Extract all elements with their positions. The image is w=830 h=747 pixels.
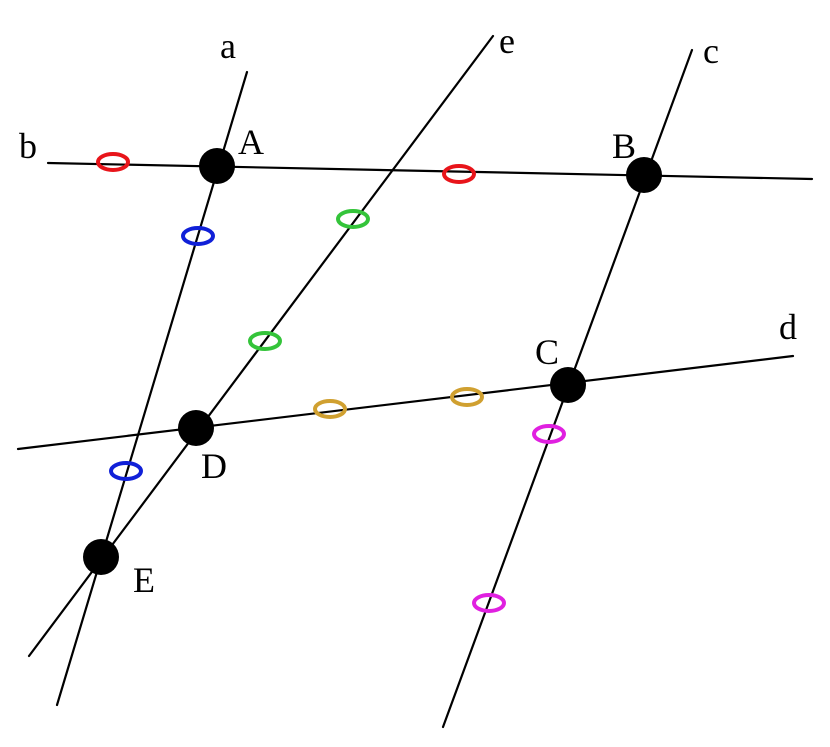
line-b (46, 161, 814, 181)
marker-red-2 (442, 164, 476, 184)
marker-gold-1 (313, 399, 347, 419)
label-line-b: b (19, 126, 37, 166)
line-d (16, 354, 795, 451)
label-point-D: D (201, 446, 227, 486)
point-B (626, 157, 662, 193)
label-line-c: c (703, 31, 719, 71)
label-line-a: a (220, 26, 236, 66)
marker-gold-2 (450, 387, 484, 407)
label-line-e: e (499, 21, 515, 61)
marker-red-1 (96, 152, 130, 172)
label-point-E: E (133, 560, 155, 600)
marker-blue-1 (181, 226, 215, 246)
point-D (178, 410, 214, 446)
marker-magenta-2 (472, 593, 506, 613)
marker-green-1 (336, 209, 370, 229)
label-point-A: A (238, 122, 264, 162)
label-line-d: d (779, 307, 797, 347)
label-point-B: B (612, 126, 636, 166)
marker-green-2 (248, 331, 282, 351)
marker-blue-2 (109, 461, 143, 481)
point-E (83, 539, 119, 575)
point-A (199, 148, 235, 184)
label-point-C: C (535, 332, 559, 372)
marker-magenta-1 (532, 424, 566, 444)
point-C (550, 367, 586, 403)
